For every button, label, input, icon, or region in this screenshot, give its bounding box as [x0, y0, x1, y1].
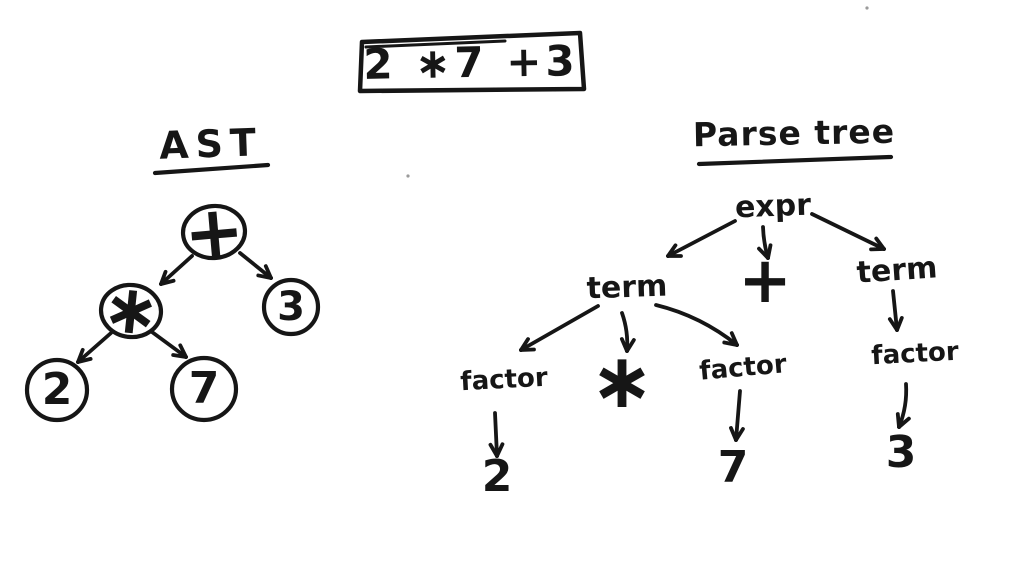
parse-node-label: term	[855, 250, 939, 291]
parse-node-label: term	[586, 268, 668, 307]
parse-node-label: factor	[698, 349, 788, 387]
parse-node-label: ∗	[590, 336, 654, 425]
ast-node-label: 7	[188, 363, 220, 414]
parse-node-label: 2	[481, 451, 513, 502]
ast-title: AST	[158, 120, 264, 168]
parse-node-label: factor	[459, 362, 549, 398]
parse-tree-title: Parse tree	[692, 111, 896, 155]
ast-node-label: 2	[41, 364, 73, 415]
ast-node-label: +	[180, 187, 248, 277]
ast-node-label: 3	[277, 284, 305, 330]
parse-node-label: 7	[717, 442, 749, 493]
parse-node-label: expr	[734, 187, 812, 226]
parse-node-label: +	[738, 244, 792, 318]
parse-node-label: factor	[870, 336, 960, 372]
parse-node-label: 3	[885, 427, 917, 478]
expression-text: 2 ∗7 +3	[362, 36, 580, 89]
ast-node-label: ∗	[98, 268, 164, 353]
